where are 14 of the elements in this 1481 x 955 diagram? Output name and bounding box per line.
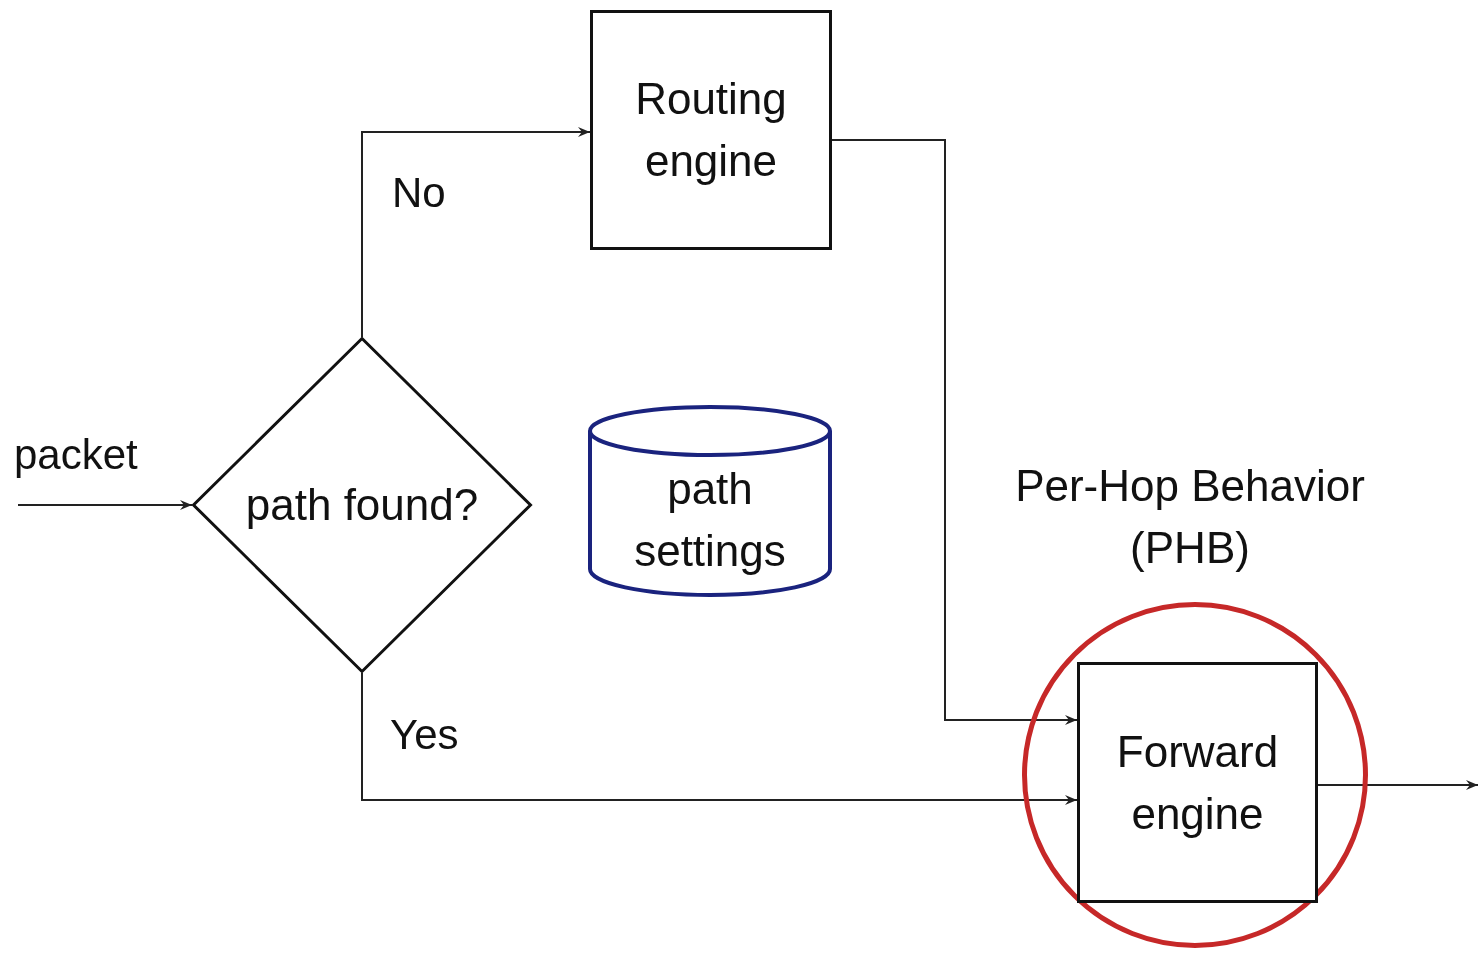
arrow [361, 672, 1078, 805]
database-cylinder [588, 405, 832, 595]
node-label: path found? [244, 479, 480, 531]
process-box [590, 10, 832, 250]
arrow [17, 500, 193, 510]
node-label: path settings [633, 463, 787, 577]
arrow [831, 139, 1078, 725]
highlight-circle [1022, 602, 1368, 948]
node-label: Forward engine [1115, 725, 1280, 840]
decision-diamond [192, 337, 532, 673]
arrow [1317, 780, 1479, 790]
arrow [361, 127, 591, 338]
node-label: Routing engine [634, 73, 788, 187]
process-box [1077, 662, 1318, 903]
